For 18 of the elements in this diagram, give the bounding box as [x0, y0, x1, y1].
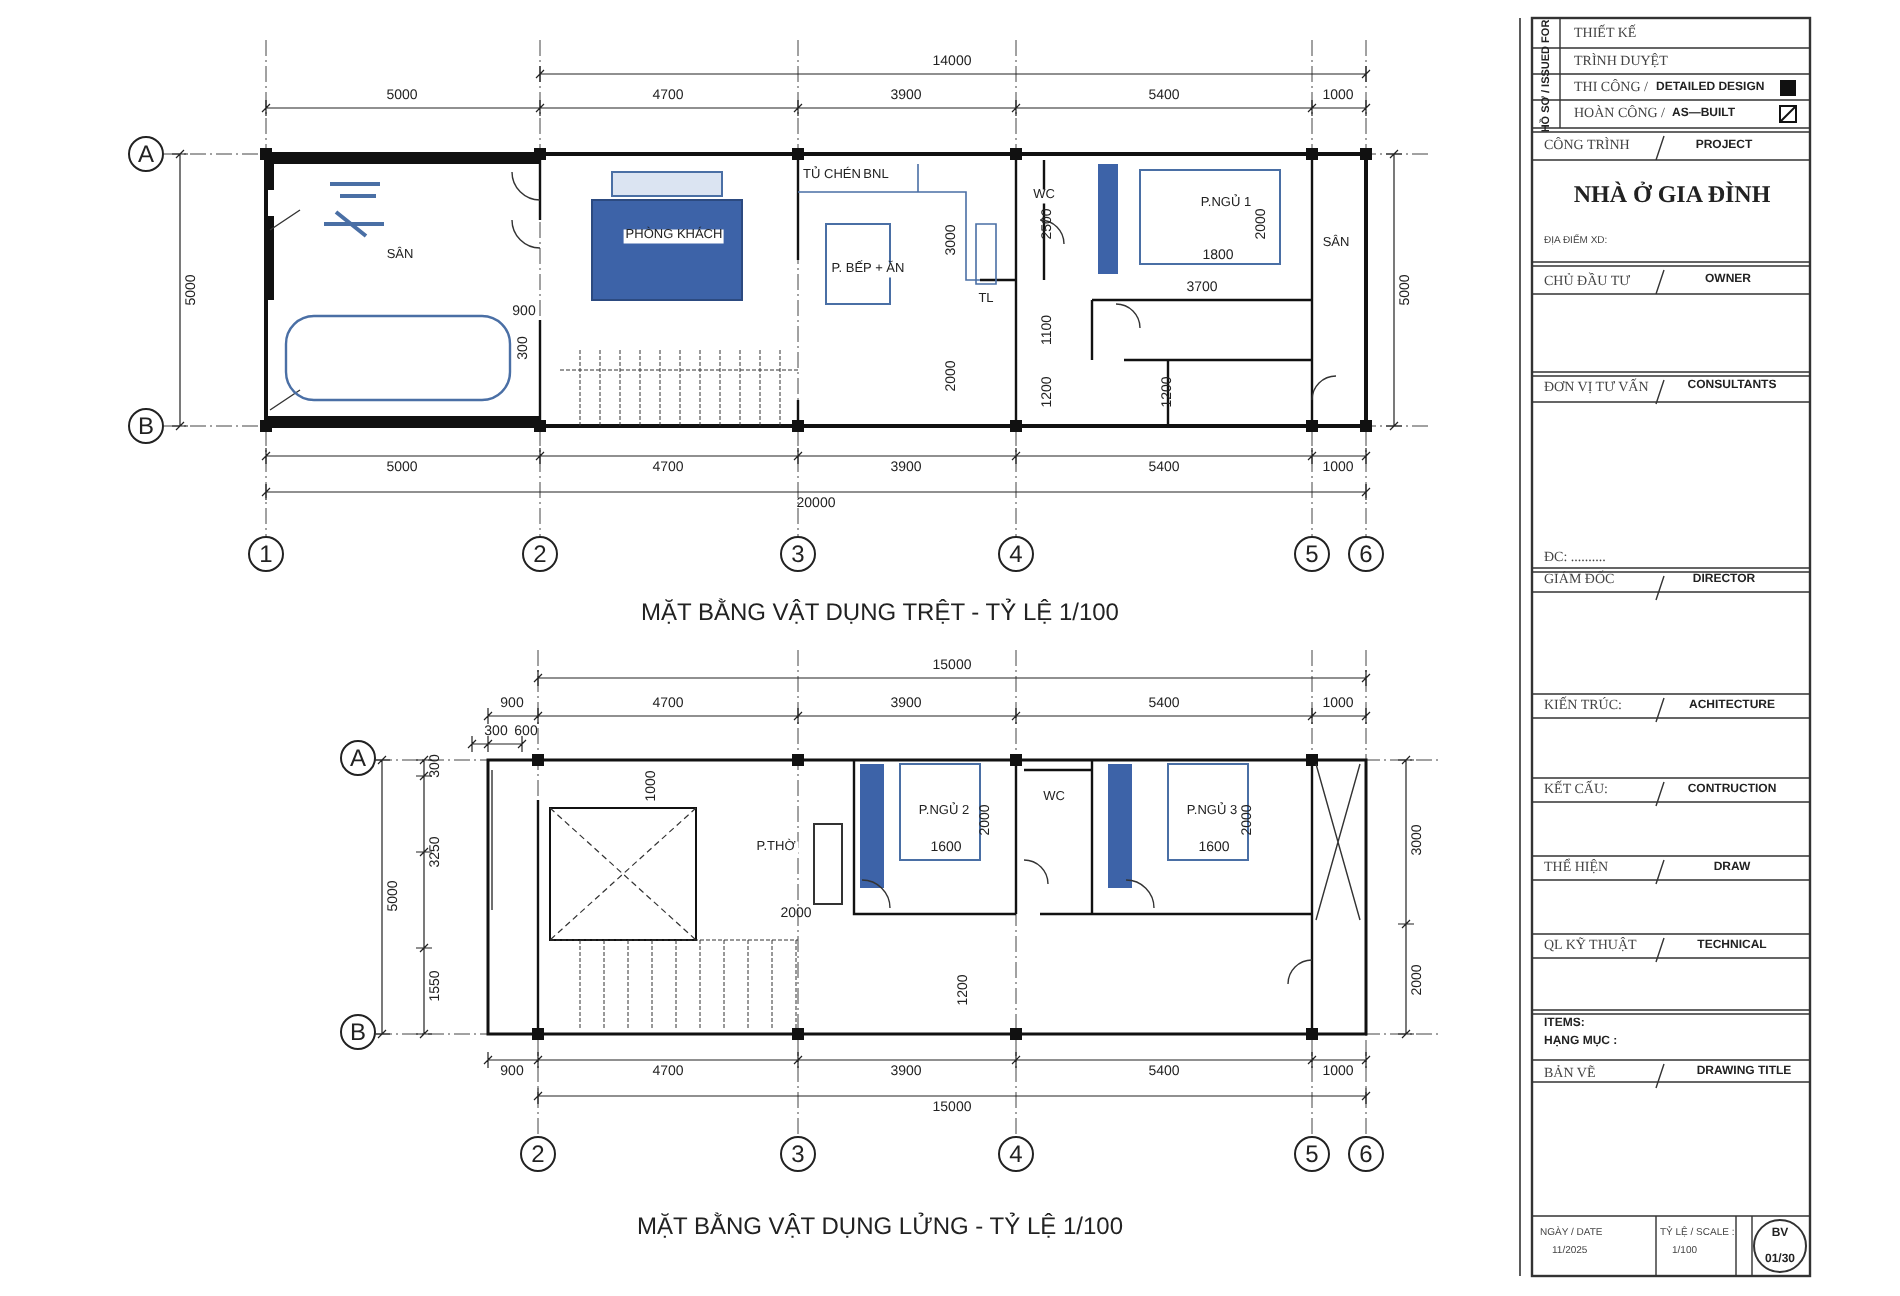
grid-axis-marker: B [340, 1014, 376, 1050]
drawing-title: MẶT BẰNG VẬT DỤNG LỬNG - TỶ LỆ 1/100 [637, 1214, 1123, 1238]
grid-axis-marker: 3 [780, 536, 816, 572]
grid-axis-marker: 6 [1348, 1136, 1384, 1172]
grid-axis-marker: 5 [1294, 1136, 1330, 1172]
grid-axis-marker: 1 [248, 536, 284, 572]
grid-axis-marker: 2 [520, 1136, 556, 1172]
drawing-title: MẶT BẰNG VẬT DỤNG TRỆT - TỶ LỆ 1/100 [641, 600, 1119, 624]
grid-axis-marker: 2 [522, 536, 558, 572]
grid-axis-marker: A [340, 740, 376, 776]
grid-axis-marker: 6 [1348, 536, 1384, 572]
grid-axis-marker: 4 [998, 1136, 1034, 1172]
grid-axis-marker: 3 [780, 1136, 816, 1172]
grid-axis-marker: 5 [1294, 536, 1330, 572]
grid-axis-marker: A [128, 136, 164, 172]
grid-axis-marker: B [128, 408, 164, 444]
project-name: NHÀ Ở GIA ĐÌNH [1573, 182, 1771, 206]
grid-axis-marker: 4 [998, 536, 1034, 572]
